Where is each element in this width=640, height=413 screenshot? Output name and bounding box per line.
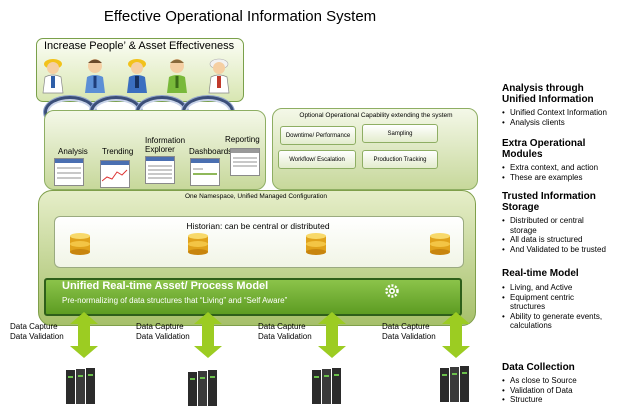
database-icon — [188, 233, 208, 255]
double-arrow-icon — [318, 312, 346, 358]
module-production-tracking: Production Tracking — [362, 150, 438, 169]
side-heading-collection: Data Collection — [502, 362, 575, 373]
double-arrow-icon — [194, 312, 222, 358]
module-downtime-performance: Downtime/ Performance — [280, 126, 356, 145]
database-icon — [306, 233, 326, 255]
page-title: Effective Operational Information System — [103, 8, 377, 25]
app-label-reporting: Reporting — [225, 135, 260, 144]
historian-box — [54, 216, 464, 268]
historian-label: Historian: can be central or distributed — [186, 221, 330, 231]
server-rack-icon — [312, 368, 341, 404]
reporting-screenshot-thumbnail — [230, 148, 260, 176]
person-blue-icon — [167, 59, 187, 93]
side-list-trusted: Distributed or centralstorageAll data is… — [502, 216, 606, 254]
trending-screenshot-thumbnail — [100, 160, 130, 188]
side-list-extra: Extra context, and actionThese are examp… — [502, 163, 598, 182]
people-box-title: Increase People’ & Asset Effectiveness — [44, 40, 235, 52]
server-rack-icon — [66, 368, 95, 404]
side-heading-realtime: Real-time Model — [502, 268, 579, 279]
server-rack-icon — [440, 366, 469, 402]
database-icon — [430, 233, 450, 255]
information-explorer-screenshot-thumbnail — [145, 156, 175, 184]
namespace-label: One Namespace, Unified Managed Configura… — [184, 193, 327, 200]
realtime-model-subtitle: Pre-normalizing of data structures that … — [62, 296, 288, 305]
realtime-model-title: Unified Real-time Asset/ Process Model — [62, 280, 269, 292]
double-arrow-icon — [70, 312, 98, 358]
analysis-screenshot-thumbnail — [54, 158, 84, 186]
server-rack-icon — [188, 370, 217, 406]
app-label-trending: Trending — [102, 147, 134, 156]
dashboards-screenshot-thumbnail — [190, 158, 220, 186]
person-blue-icon — [85, 59, 105, 93]
worker-hardhat-icon — [208, 58, 230, 94]
worker-hardhat-icon — [42, 59, 64, 94]
module-workflow-escalation: Workflow/ Escalation — [278, 150, 356, 169]
app-label-analysis: Analysis — [58, 147, 88, 156]
app-label-explorer: Explorer — [145, 145, 175, 154]
app-label-dashboards: Dashboards — [189, 147, 233, 156]
side-list-realtime: Living, and ActiveEquipment centricstruc… — [502, 283, 602, 331]
worker-hardhat-icon — [127, 59, 147, 93]
database-icon — [70, 233, 90, 255]
gear-icon — [385, 284, 399, 298]
side-list-collection: As close to SourceValidation of DataStru… — [502, 376, 577, 405]
optional-capability-title: Optional Operational Capability extendin… — [299, 112, 453, 119]
module-sampling: Sampling — [362, 124, 438, 143]
optional-capability-box — [272, 108, 478, 190]
side-list-analysis: Unified Context InformationAnalysis clie… — [502, 108, 607, 127]
double-arrow-icon — [442, 312, 470, 358]
app-label-information: Information — [145, 136, 186, 145]
